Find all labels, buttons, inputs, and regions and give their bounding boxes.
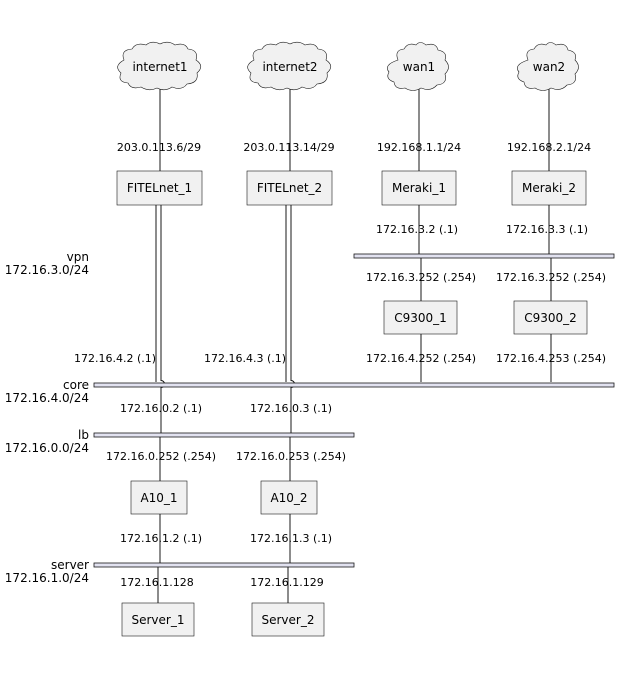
internet2-cloud: internet2 [247,41,332,91]
internet1-cloud: internet1 [117,41,202,91]
lb-network-address: 172.16.0.0/24 [5,441,89,455]
wan2-label: wan2 [533,60,565,74]
lb-network-name: lb [78,428,89,442]
fitelnet1-node: FITELnet_1 [116,170,203,206]
a10-1-lb-address: 172.16.0.252 (.254) [106,450,216,463]
meraki1-label: Meraki_1 [392,181,446,195]
server-network-name: server [51,558,89,572]
fitelnet1-lb-address: 172.16.0.2 (.1) [120,402,202,415]
c9300-1-label: C9300_1 [394,311,447,325]
cloud-icon [387,42,449,91]
vpn-network-name: vpn [67,250,89,264]
fitelnet1-wan-address: 203.0.113.6/29 [117,141,201,154]
fitelnet2-node: FITELnet_2 [246,170,333,206]
server2-node: Server_2 [251,602,325,637]
server2-address: 172.16.1.129 [250,576,323,589]
fitelnet2-lb-address: 172.16.0.3 (.1) [250,402,332,415]
a10-1-node: A10_1 [130,480,188,515]
a10-2-node: A10_2 [260,480,318,515]
c9300-1-vpn-address: 172.16.3.252 (.254) [366,271,476,284]
a10-2-label: A10_2 [270,491,307,505]
vpn-network-address: 172.16.3.0/24 [5,263,89,277]
address-labels: 203.0.113.6/29 203.0.113.14/29 192.168.1… [74,141,606,589]
c9300-2-vpn-address: 172.16.3.252 (.254) [496,271,606,284]
cloud-icon [247,41,332,91]
wan1-label: wan1 [403,60,435,74]
a10-2-box [260,480,318,515]
server1-node: Server_1 [121,602,195,637]
vpn-bus [353,253,615,259]
c9300-2-box [513,300,588,335]
meraki2-wan-address: 192.168.2.1/24 [507,141,591,154]
c9300-2-core-address: 172.16.4.253 (.254) [496,352,606,365]
core-network-name: core [63,378,89,392]
wan2-cloud: wan2 [517,42,579,91]
fitelnet1-core-address: 172.16.4.2 (.1) [74,352,156,365]
fitelnet2-box [246,170,333,206]
wire-fitelnet2-lb [290,205,295,433]
cloud-icon [117,41,202,91]
fitelnet2-wan-address: 203.0.113.14/29 [243,141,334,154]
nodes: FITELnet_1 FITELnet_2 Meraki_1 Meraki_2 … [116,170,588,637]
server-bus [93,562,355,568]
server1-address: 172.16.1.128 [120,576,193,589]
meraki2-box [511,170,587,206]
c9300-2-node: C9300_2 [513,300,588,335]
wan1-cloud: wan1 [387,42,449,91]
meraki2-node: Meraki_2 [511,170,587,206]
meraki1-wan-address: 192.168.1.1/24 [377,141,461,154]
meraki1-box [381,170,457,206]
a10-1-server-address: 172.16.1.2 (.1) [120,532,202,545]
network-labels: vpn 172.16.3.0/24 core 172.16.4.0/24 lb … [5,250,89,585]
c9300-1-box [383,300,458,335]
c9300-1-node: C9300_1 [383,300,458,335]
lb-bus [93,432,355,438]
server1-box [121,602,195,637]
a10-2-server-address: 172.16.1.3 (.1) [250,532,332,545]
fitelnet1-label: FITELnet_1 [127,181,192,195]
cloud-icon [517,42,579,91]
a10-1-box [130,480,188,515]
c9300-1-core-address: 172.16.4.252 (.254) [366,352,476,365]
server1-label: Server_1 [132,613,185,627]
core-network-address: 172.16.4.0/24 [5,391,89,405]
internet2-label: internet2 [262,60,317,74]
fitelnet2-label: FITELnet_2 [257,181,322,195]
a10-2-lb-address: 172.16.0.253 (.254) [236,450,346,463]
meraki1-node: Meraki_1 [381,170,457,206]
server-network-address: 172.16.1.0/24 [5,571,89,585]
fitelnet1-box [116,170,203,206]
fitelnet2-core-address: 172.16.4.3 (.1) [204,352,286,365]
meraki2-vpn-address: 172.16.3.3 (.1) [506,223,588,236]
wire-fitelnet1-lb [160,205,165,433]
meraki2-label: Meraki_2 [522,181,576,195]
wires [155,86,552,603]
server2-box [251,602,325,637]
c9300-2-label: C9300_2 [524,311,577,325]
clouds: internet1 internet2 wan1 wan2 [117,41,579,91]
meraki1-vpn-address: 172.16.3.2 (.1) [376,223,458,236]
network-buses [93,253,615,568]
core-bus [93,382,615,388]
server2-label: Server_2 [262,613,315,627]
a10-1-label: A10_1 [140,491,177,505]
internet1-label: internet1 [132,60,187,74]
